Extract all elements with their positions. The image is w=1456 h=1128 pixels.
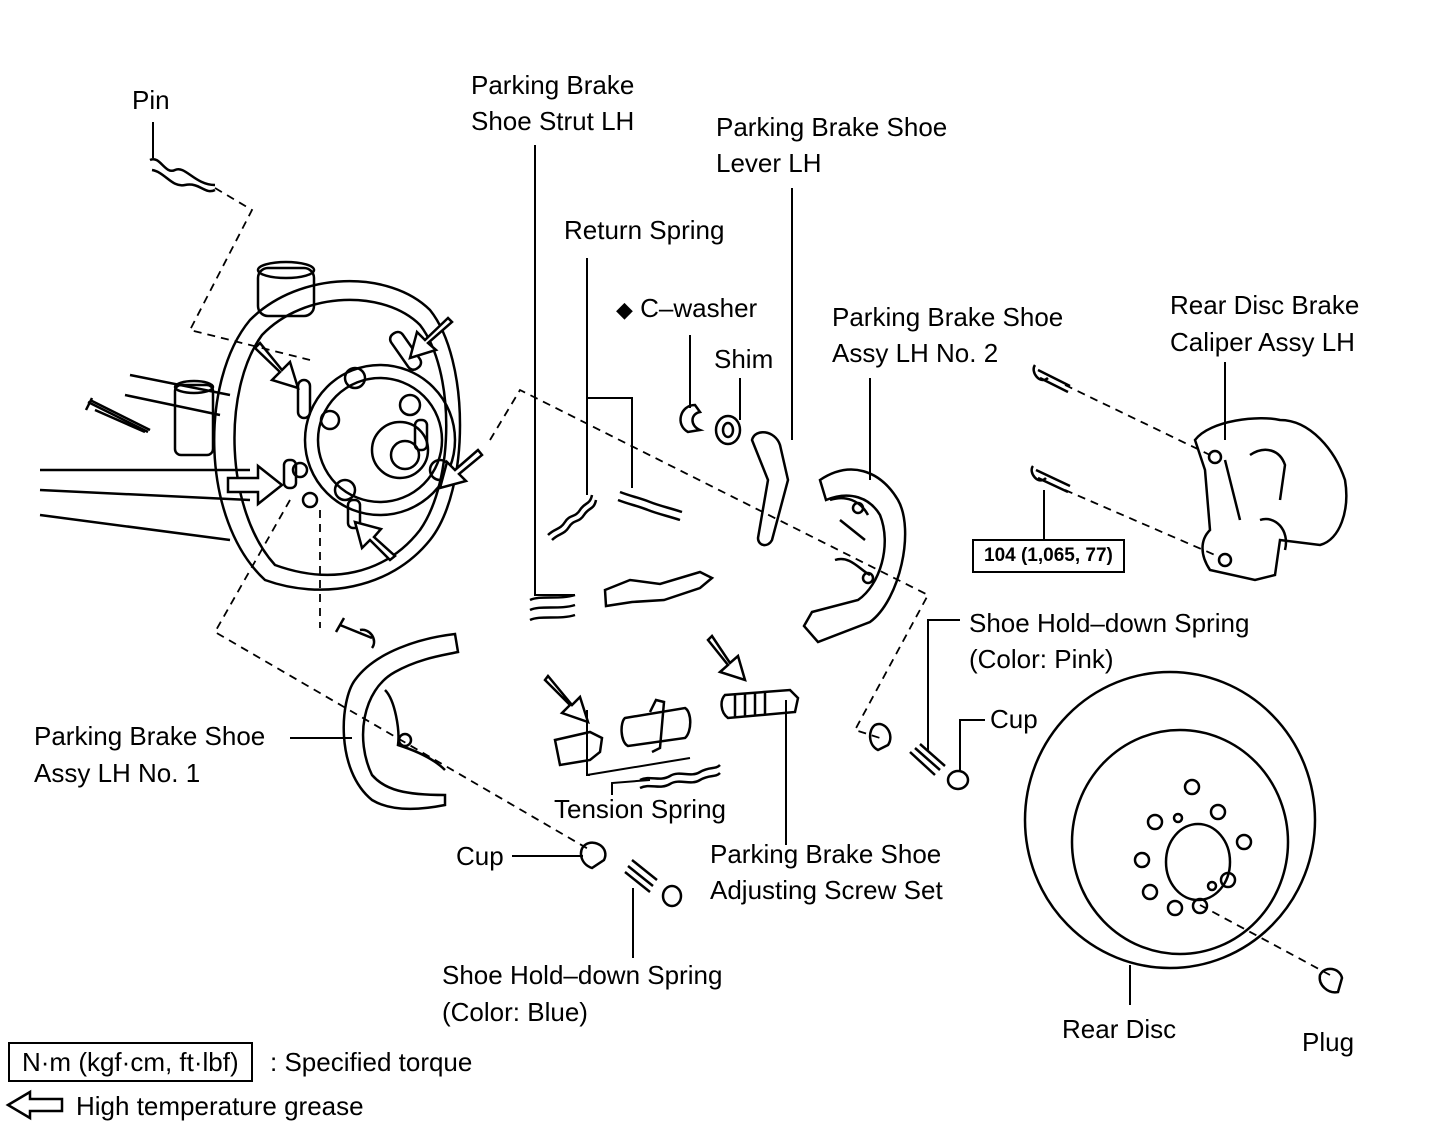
label-holddown-pink-line2: (Color: Pink) [969,644,1114,674]
label-pin: Pin [132,85,170,115]
label-c-washer-text: C–washer [640,293,758,323]
plug-part [1318,967,1344,994]
label-strut-line1: Parking Brake [471,70,635,100]
grease-arrow-icon [226,316,484,562]
label-return-spring: Return Spring [564,215,725,245]
cup-right-part [946,769,970,791]
holddown-blue-part [624,859,658,893]
c-washer-part [679,403,705,434]
shim-part [714,414,742,446]
label-rear-disc: Rear Disc [1062,1014,1177,1044]
torque-spec-box: 104 (1,065, 77) [972,539,1125,573]
shoe-no2-part [802,468,907,644]
label-caliper-line1: Rear Disc Brake [1170,290,1360,320]
legend-grease-desc: High temperature grease [76,1091,364,1121]
label-holddown-blue-line1: Shoe Hold–down Spring [442,960,723,990]
pin-part [149,157,216,193]
label-c-washer: ◆ C–washer [616,290,757,328]
label-caliper-line2: Caliper Assy LH [1170,327,1355,357]
return-springs-part [547,490,683,541]
label-adjusting-screw-line1: Parking Brake Shoe [710,839,942,869]
cup-left-part [579,841,607,870]
label-shoe-no1-line1: Parking Brake Shoe [34,721,266,751]
strut-part [603,570,715,608]
label-tension-spring: Tension Spring [554,794,726,824]
label-cup-right: Cup [990,704,1038,734]
assembly-dash-lines [188,187,1331,976]
tension-spring-part [639,764,721,782]
label-adjusting-screw-line2: Adjusting Screw Set [710,875,943,905]
legend-torque-unit: N·m (kgf·cm, ft·lbf) [8,1042,253,1082]
label-strut-line2: Shoe Strut LH [471,106,635,136]
label-cup-left: Cup [456,841,504,871]
label-shim: Shim [714,344,774,374]
leader-lines [152,122,1226,1005]
backing-plate-hub-assembly [39,260,462,591]
label-holddown-pink-line1: Shoe Hold–down Spring [969,608,1250,638]
diamond-mark-icon: ◆ [616,297,633,322]
label-lever-line1: Parking Brake Shoe [716,112,948,142]
shoe-no1-part [342,632,460,811]
grease-legend-arrow-icon [5,1089,64,1121]
holddown-pink-part [909,743,946,776]
label-plug: Plug [1302,1027,1355,1057]
label-lever-line2: Lever LH [716,148,822,178]
lever-part [750,431,790,547]
label-shoe-no1-line2: Assy LH No. 1 [34,758,201,788]
adjusting-screw-part [553,688,800,767]
label-shoe-no2-line1: Parking Brake Shoe [832,302,1064,332]
legend-torque-desc: : Specified torque [270,1047,473,1077]
rear-disc-part [1023,670,1317,970]
caliper-part [1193,416,1348,582]
label-holddown-blue-line2: (Color: Blue) [442,997,588,1027]
label-shoe-no2-line2: Assy LH No. 2 [832,338,999,368]
